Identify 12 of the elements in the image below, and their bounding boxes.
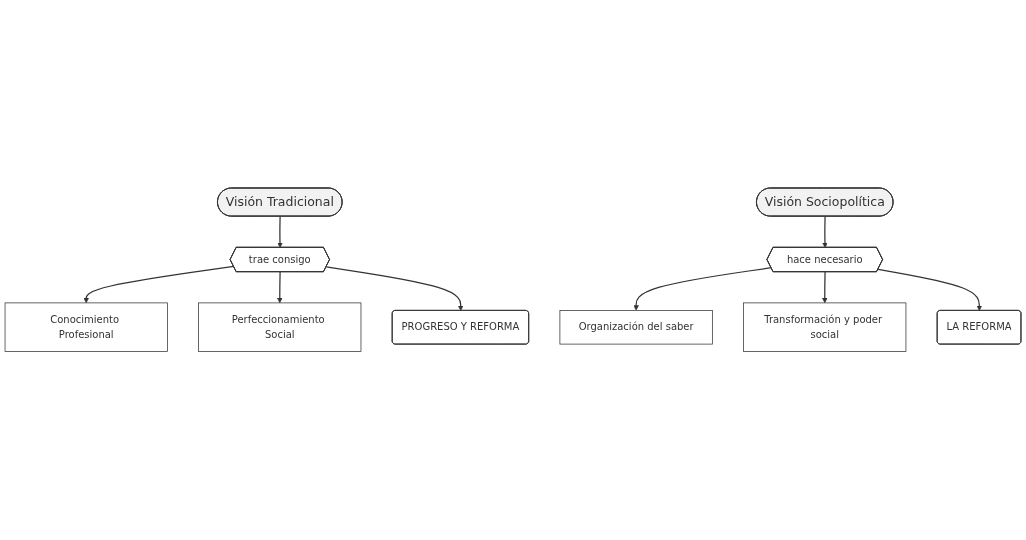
arrow [822, 271, 828, 304]
node-box: Conocimiento Profesional [4, 302, 168, 353]
node-box: Organización del saber [559, 310, 713, 345]
node-box: Transformación y poder social [743, 302, 907, 353]
arrow [633, 267, 772, 311]
arrow [83, 266, 235, 304]
arrow [277, 216, 283, 249]
arrow [822, 216, 828, 249]
node-box: Perfeccionamiento Social [198, 302, 362, 353]
arrow [325, 266, 464, 312]
arrow [877, 268, 983, 312]
arrow [277, 271, 283, 304]
